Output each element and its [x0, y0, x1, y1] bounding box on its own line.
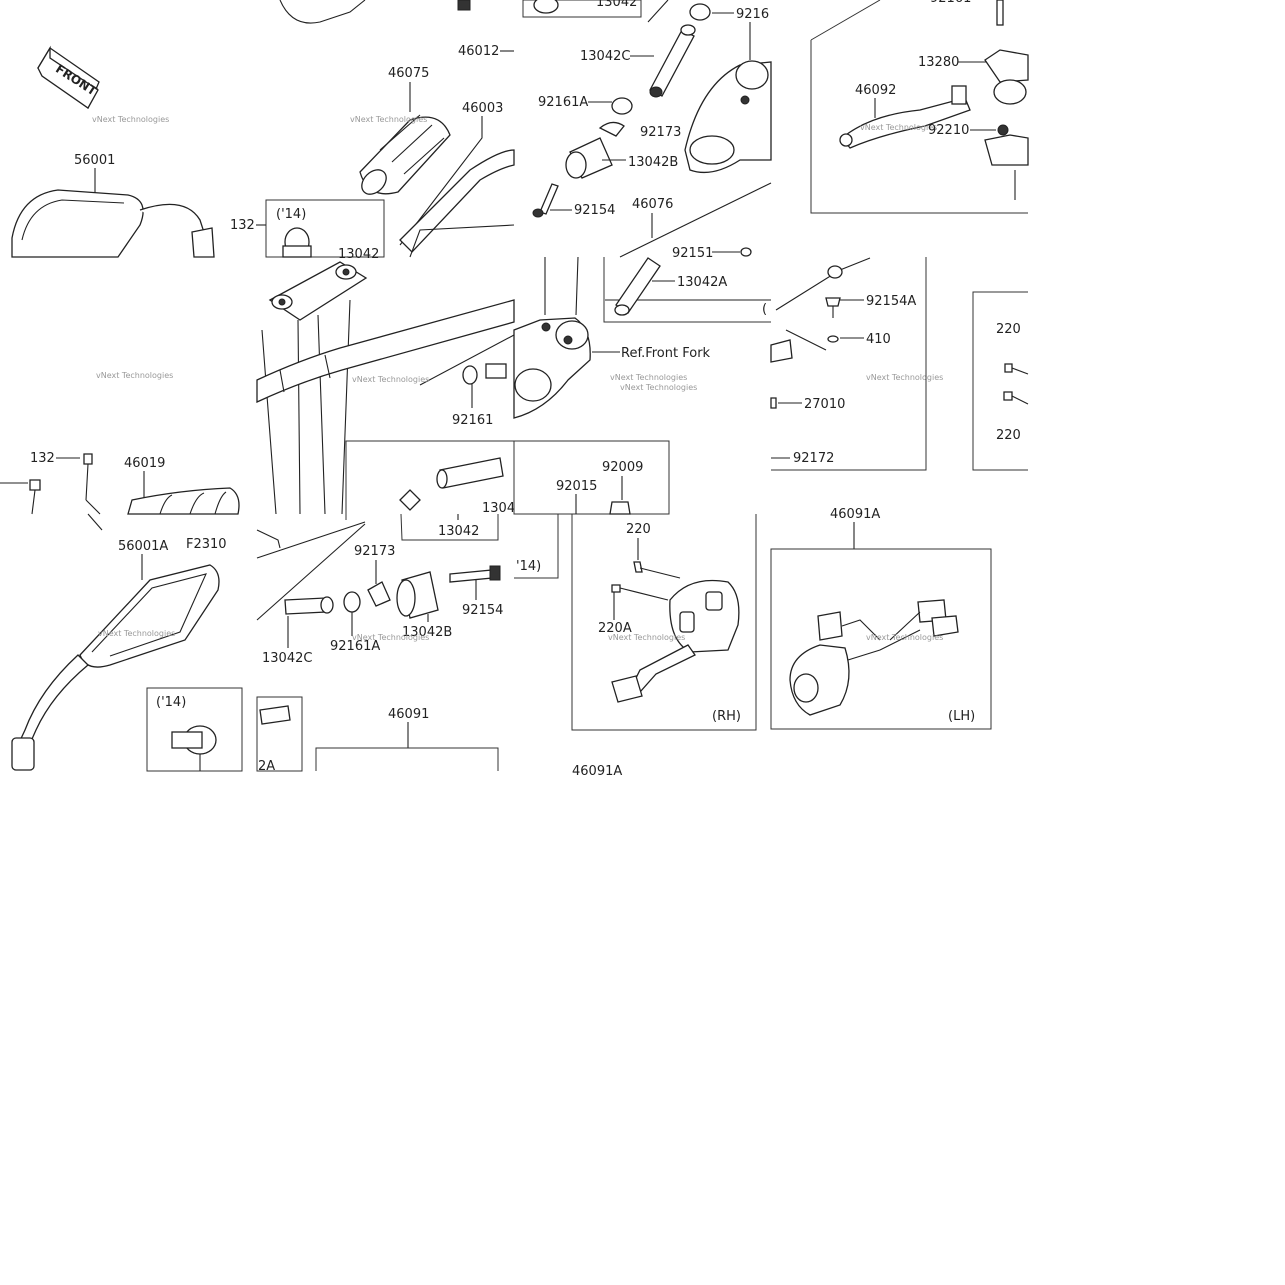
note-figure-code: F2310	[186, 537, 227, 552]
label-13042c-low: 13042C	[262, 651, 312, 666]
handlebar-clamp	[268, 261, 368, 321]
mirror-rh	[11, 189, 215, 258]
note-14-low: ('14)	[156, 695, 186, 710]
upper-triple-clamp	[684, 60, 772, 174]
label-92172: 92172	[793, 451, 834, 466]
label-92154-top: 92154	[574, 203, 615, 218]
watermark: vNext Technologies	[866, 373, 943, 382]
inner-weight-1304	[436, 457, 504, 489]
bar-end-weight-14	[282, 227, 312, 258]
label-46076: 46076	[632, 197, 673, 212]
label-220-a: 220	[996, 322, 1021, 337]
note-ref-front-fork: Ref.Front Fork	[621, 346, 711, 361]
label-92154-low: 92154	[462, 603, 503, 618]
label-56001: 56001	[74, 153, 115, 168]
watermark: vNext Technologies	[620, 383, 697, 392]
watermark: vNext Technologies	[96, 371, 173, 380]
screw-220	[633, 561, 681, 579]
label-92173-top: 92173	[640, 125, 681, 140]
label-13280: 13280	[918, 55, 959, 70]
label-46003: 46003	[462, 101, 503, 116]
bar-end-weight-14-low	[171, 725, 217, 771]
label-46075: 46075	[388, 66, 429, 81]
label-92161a-low: 92161A	[330, 639, 380, 654]
note-rh: (RH)	[712, 709, 741, 724]
label-220-rh: 220	[626, 522, 651, 537]
mirror-lh	[11, 564, 220, 771]
watermark: vNext Technologies	[610, 373, 687, 382]
label-13042-mid: 13042	[338, 247, 379, 262]
label-220-b: 220	[996, 428, 1021, 443]
label-13042a: 13042A	[677, 275, 727, 290]
handlebar-46003	[256, 299, 515, 404]
label-92173-low: 92173	[354, 544, 395, 559]
label-13042-low: 13042	[438, 524, 479, 539]
watermark: vNext Technologies	[860, 123, 937, 132]
label-410: 410	[866, 332, 891, 347]
front-arrow-icon: FRONT	[37, 45, 100, 110]
watermark: vNext Technologies	[866, 633, 943, 642]
label-46091a-top: 46091A	[830, 507, 880, 522]
label-13042-top: 13042	[596, 0, 637, 10]
bar-end-13042b-low	[396, 571, 439, 619]
label-92210: 92210	[928, 123, 969, 138]
clutch-lever-bracket	[984, 49, 1029, 200]
label-92151: 92151	[672, 246, 713, 261]
label-13042c-top: 13042C	[580, 49, 630, 64]
lh-switch-housing	[789, 599, 959, 716]
inner-weight-13042c	[649, 24, 696, 98]
label-27010: 27010	[804, 397, 845, 412]
watermark: vNext Technologies	[352, 633, 429, 642]
watermark: vNext Technologies	[350, 115, 427, 124]
label-92015: 92015	[556, 479, 597, 494]
label-92161-top: 9216	[736, 7, 769, 22]
label-132-low: 132	[30, 451, 55, 466]
grip-46019	[127, 487, 240, 515]
watermark: vNext Technologies	[98, 629, 175, 638]
label-56001a: 56001A	[118, 539, 168, 554]
inner-weight-13042a	[614, 257, 661, 316]
label-132-top: 132	[230, 218, 255, 233]
label-46091a-low: 46091A	[572, 764, 622, 779]
inner-weight-13042c-low	[284, 596, 334, 615]
bolt-92154-low	[449, 565, 501, 583]
label-92154a: 92154A	[866, 294, 916, 309]
label-13042b-top: 13042B	[628, 155, 678, 170]
watermark: vNext Technologies	[352, 375, 429, 384]
note-14-top: ('14)	[276, 207, 306, 222]
clutch-lever-46092	[839, 85, 971, 149]
label-92161-top-b: 92161	[930, 0, 971, 6]
watermark: vNext Technologies	[92, 115, 169, 124]
label-46091: 46091	[388, 707, 429, 722]
bar-end-13042b	[565, 137, 613, 179]
note-lh: (LH)	[948, 709, 975, 724]
watermark: vNext Technologies	[608, 633, 685, 642]
label-paren: (	[762, 302, 767, 317]
label-46012: 46012	[458, 44, 499, 59]
label-92161-mid: 92161	[452, 413, 493, 428]
label-13042b-low: 13042B	[402, 625, 452, 640]
label-220a: 220A	[598, 621, 632, 636]
grip-46075	[359, 114, 451, 195]
note-14-c: '14)	[516, 559, 541, 574]
label-92009: 92009	[602, 460, 643, 475]
label-46092: 46092	[855, 83, 896, 98]
lower-triple-clamp	[513, 317, 591, 419]
label-92161a-top: 92161A	[538, 95, 588, 110]
label-46019: 46019	[124, 456, 165, 471]
label-2a: 2A	[258, 759, 275, 774]
rh-switch-housing	[611, 579, 740, 703]
label-1304: 1304	[482, 501, 515, 516]
